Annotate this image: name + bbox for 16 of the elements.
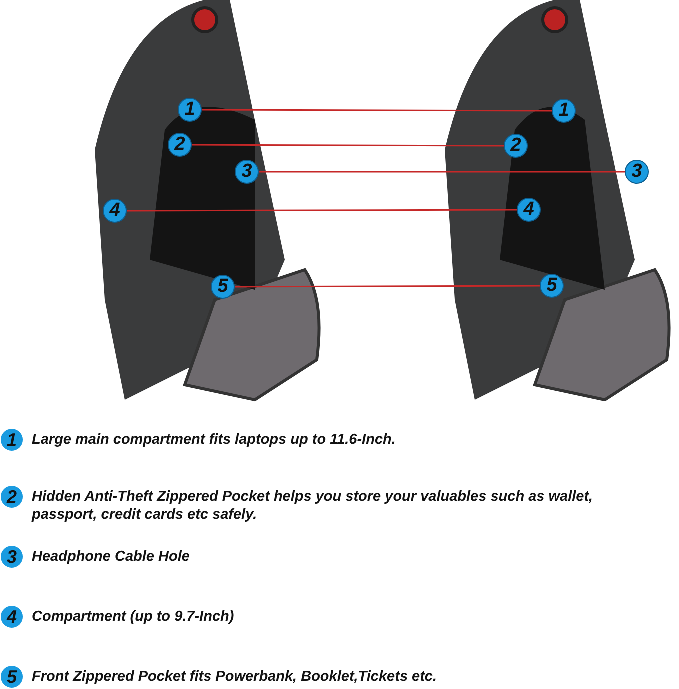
feature-description: Large main compartment fits laptops up to 11.6-Inch. <box>32 431 397 449</box>
feature-description: Compartment (up to 9.7-Inch) <box>32 608 236 626</box>
feature-description: Hidden Anti-Theft Zippered Pocket helps you store your valuables such as wallet, passport, credit cards etc safely. <box>32 488 594 524</box>
number-marker: 5 <box>1 666 23 688</box>
connector-line <box>202 109 552 112</box>
number-marker: 3 <box>1 546 23 568</box>
connector-line <box>259 171 625 173</box>
number-marker: 1 <box>1 429 23 451</box>
connector-line <box>235 285 540 288</box>
number-marker: 4 <box>1 606 23 628</box>
connector-line <box>127 209 517 212</box>
feature-description: Front Zippered Pocket fits Powerbank, Booklet,Tickets etc. <box>32 668 438 686</box>
feature-description: Headphone Cable Hole <box>32 548 191 566</box>
number-marker: 2 <box>1 486 23 508</box>
connector-line <box>192 144 504 147</box>
number-marker: 3 <box>625 160 649 184</box>
